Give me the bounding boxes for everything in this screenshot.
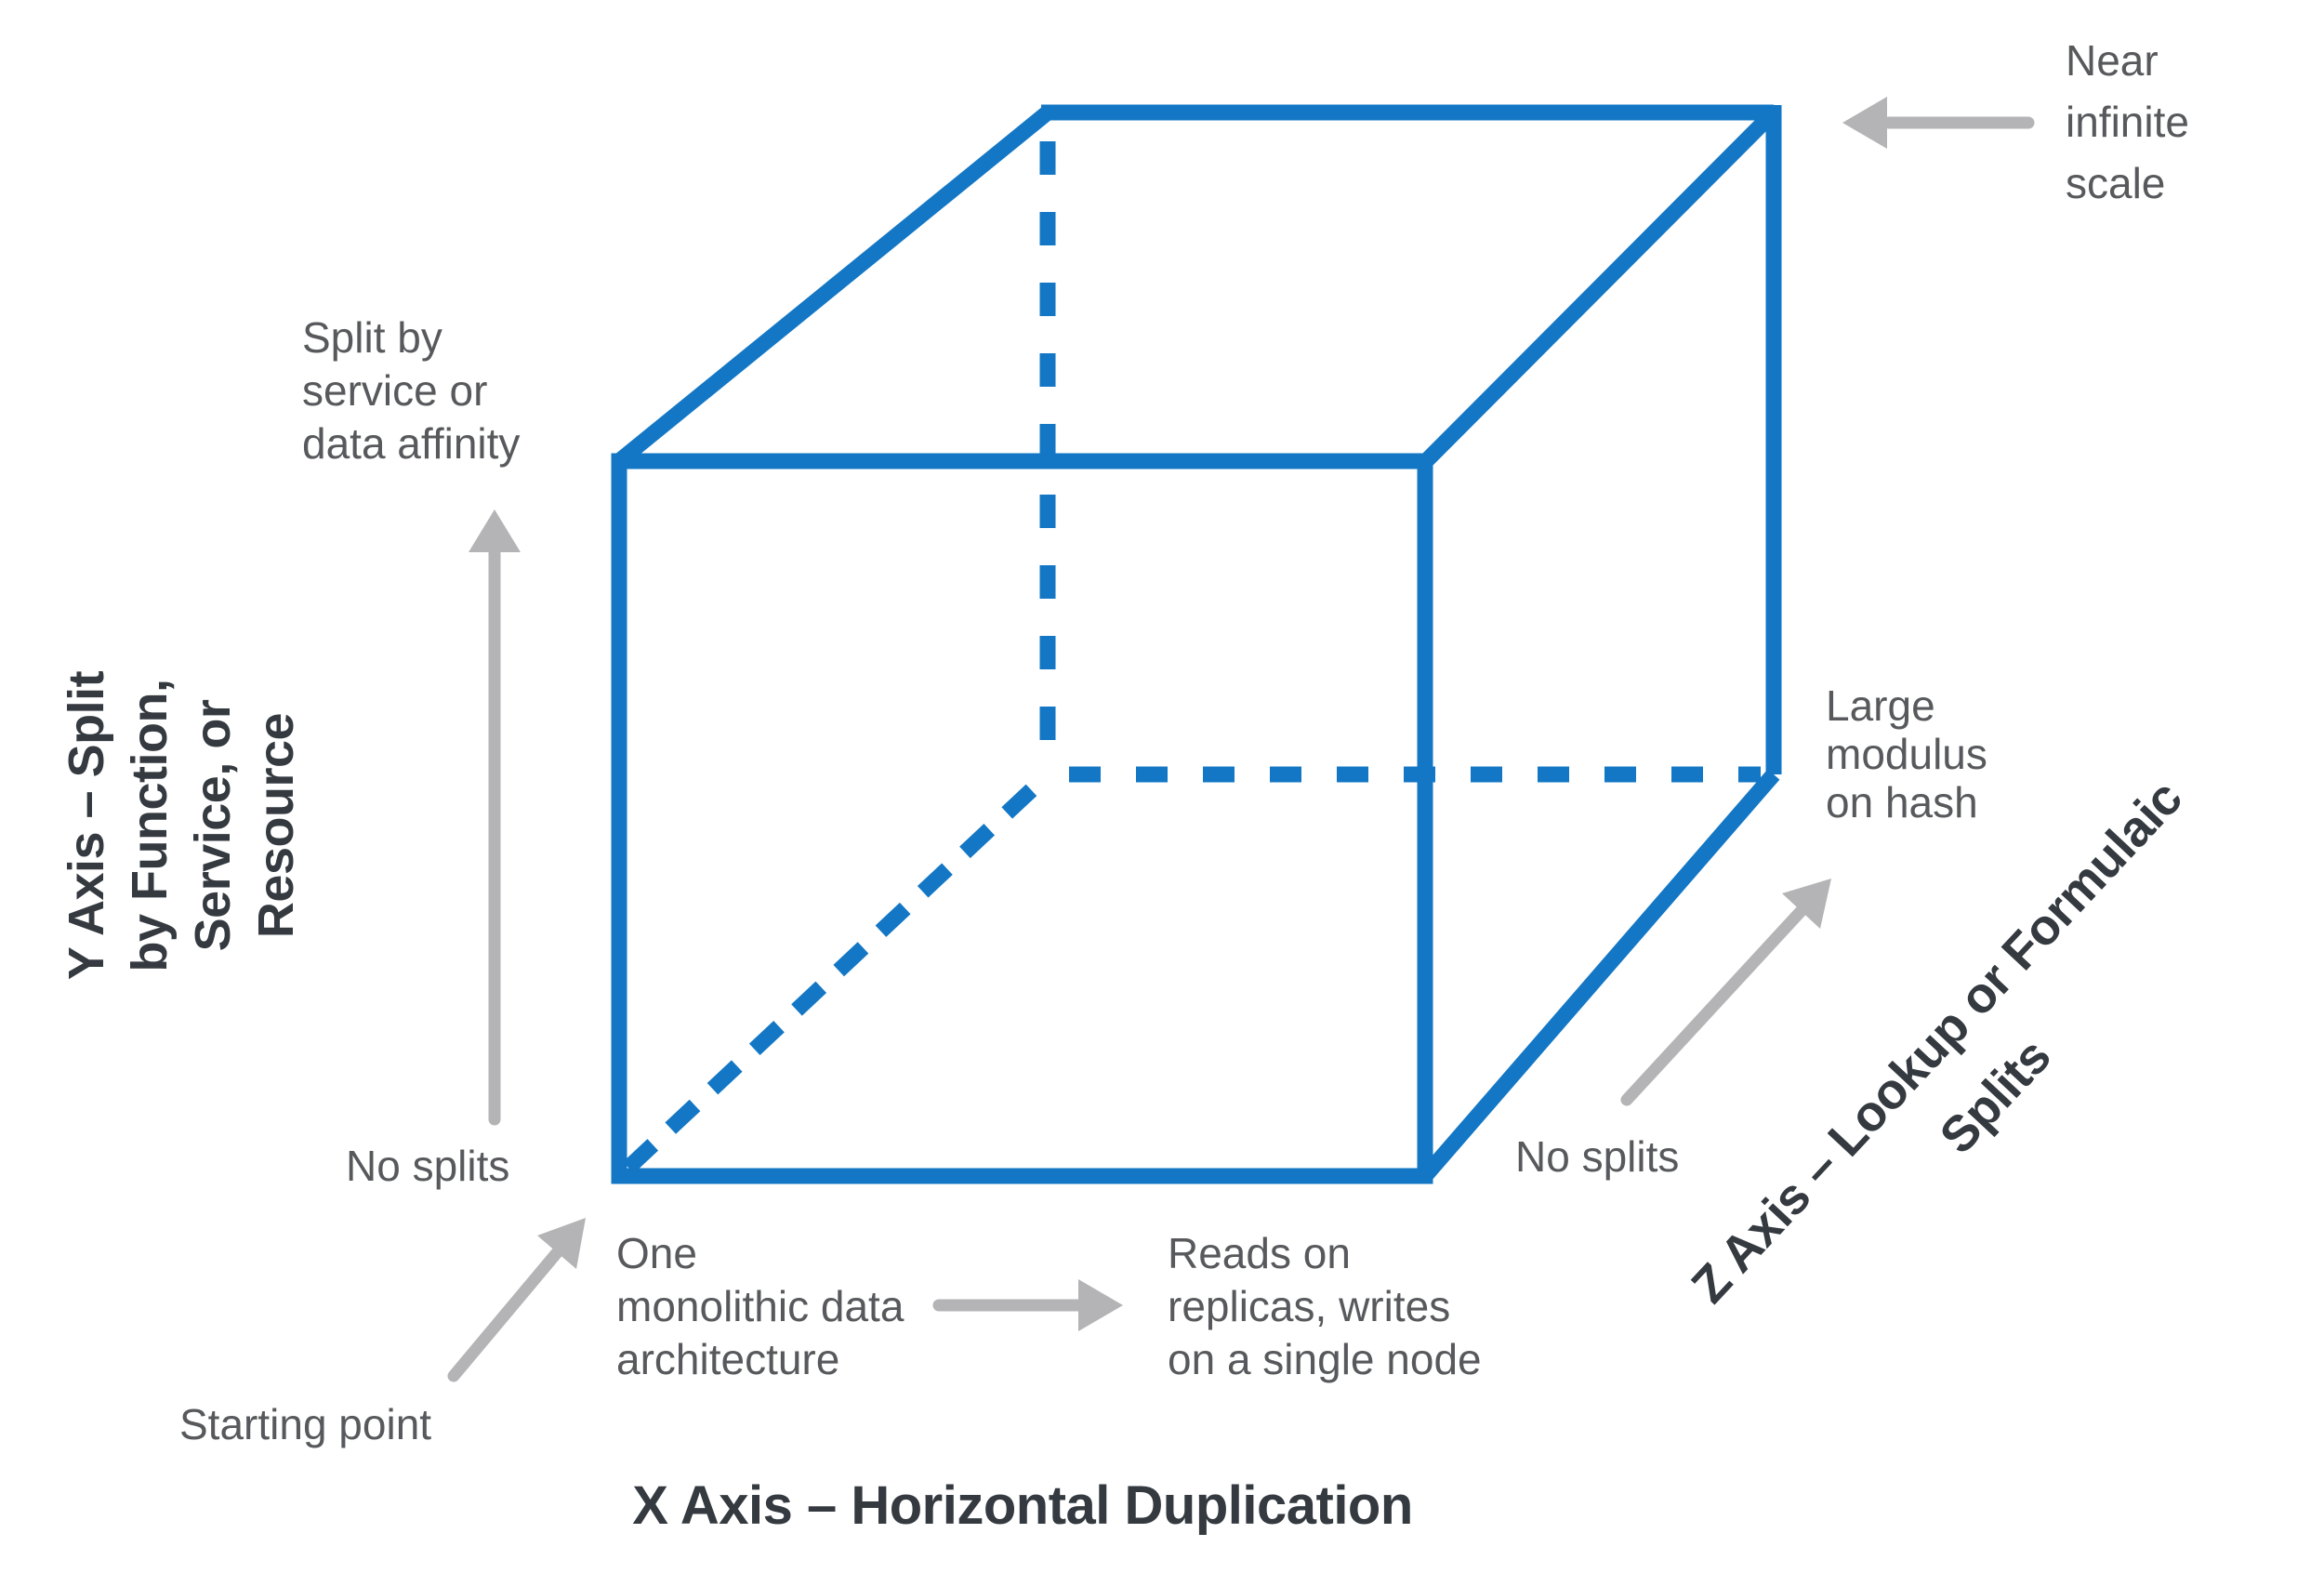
near-infinite-line3: scale (2066, 159, 2166, 207)
x-axis-high-label-line1: Reads on (1168, 1229, 1351, 1277)
cube-front-face (611, 453, 1433, 1184)
y-axis-high-label-line3: data affinity (302, 419, 521, 468)
x-axis-low-label-line1: One (616, 1229, 697, 1277)
cube-edge-bottom-left-depth-dashed (623, 774, 1047, 1174)
near-infinite-line2: infinite (2066, 98, 2189, 146)
y-axis-title-line2: by Function, (122, 679, 178, 972)
x-axis-high-label-line3: on a single node (1168, 1335, 1482, 1383)
y-axis-title-line1: Y Axis – Split (59, 670, 114, 981)
x-axis-title: X Axis – Horizontal Duplication (632, 1475, 1413, 1536)
y-axis-arrow-up-icon (469, 509, 521, 1126)
z-axis-high-label-line1: Large (1826, 681, 1935, 730)
y-axis-high-label-line1: Split by (302, 313, 442, 362)
near-infinite-scale-label: Near infinite scale (2066, 30, 2189, 214)
z-axis-low-label: No splits (1515, 1132, 1680, 1181)
near-infinite-line1: Near (2066, 36, 2159, 85)
x-axis-high-label: Reads on replicas, writes on a single no… (1168, 1227, 1482, 1386)
x-axis-arrow-right-icon (932, 1279, 1123, 1331)
z-axis-high-label: Large modulus on hash (1826, 681, 1987, 826)
y-axis-title-line3: Service, or (185, 699, 241, 952)
y-axis-title: Y Axis – Split by Function, Service, or … (55, 671, 308, 980)
x-axis-high-label-line2: replicas, writes (1168, 1282, 1451, 1330)
y-axis-low-label: No splits (346, 1142, 510, 1190)
x-axis-low-label: One monolithic data architecture (616, 1227, 904, 1386)
annotation-arrows (447, 97, 2035, 1382)
cube-edge-top-right-depth (1419, 106, 1780, 469)
y-axis-high-label-line2: service or (302, 366, 488, 415)
cube-edge-top-left-depth (614, 106, 1053, 468)
x-axis-low-label-line2: monolithic data (616, 1282, 905, 1330)
y-axis-high-label: Split by service or data affinity (302, 311, 520, 470)
near-infinite-arrow-left-icon (1842, 97, 2035, 149)
cube-solid-edges (611, 104, 1782, 1184)
z-axis-high-label-line2: modulus (1826, 730, 1987, 778)
starting-point-label: Starting point (179, 1400, 432, 1448)
x-axis-low-label-line3: architecture (616, 1335, 840, 1383)
y-axis-title-line4: Resource (248, 712, 304, 939)
cube-hidden-edges (623, 141, 1761, 1174)
cube-edge-bottom-right-depth (1419, 769, 1780, 1182)
z-axis-high-label-line3: on hash (1826, 778, 1978, 826)
starting-point-arrow-icon (447, 1218, 586, 1382)
z-axis-arrow-up-right-icon (1620, 879, 1831, 1106)
